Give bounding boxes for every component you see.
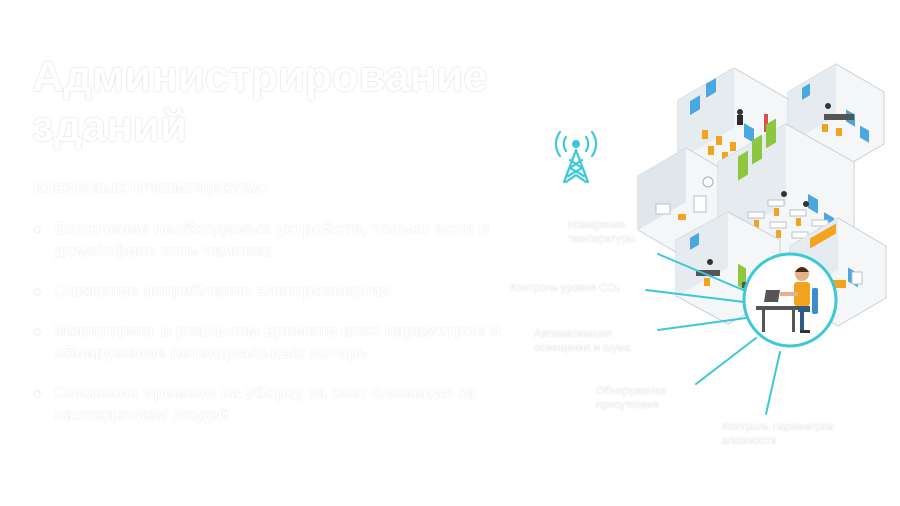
callout-lighting-noise: Автоматизация освещения и шума [534,328,631,354]
list-item-text: Мониторинг в реальном времени всех парам… [54,321,501,362]
benefits-list: Включение необходимых устройств, только … [34,218,504,444]
callout-temperature: Измерение температуры [568,219,636,245]
callout-humidity: Контроль параметров влажности [722,421,834,447]
callout-lines [645,253,781,415]
list-item: Включение необходимых устройств, только … [34,218,504,262]
list-item-text: Снижение потребления электроэнергии [54,281,391,300]
list-item: Снижение потребления электроэнергии [34,280,504,302]
section-subtitle: КЛЮЧЕВЫЕ ПРЕИМУЩЕСТВА: [34,180,268,197]
list-item: Снижение времени на уборку за счет слеже… [34,382,504,426]
bullet-icon [34,227,40,233]
smart-building-illustration: Измерение температуры Контроль уровня CO… [500,40,900,470]
person-at-desk-icon [742,252,838,348]
list-item: Мониторинг в реальном времени всех парам… [34,320,504,364]
list-item-text: Включение необходимых устройств, только … [54,219,490,260]
bullet-icon [34,391,40,397]
page-title: Администрирование зданий [32,52,488,151]
callout-presence: Обнаружение присутствия [596,385,667,411]
callout-co2: Контроль уровня CO₂ [510,282,621,294]
antenna-icon [554,130,598,184]
list-item-text: Снижение времени на уборку за счет слеже… [54,383,476,424]
bullet-icon [34,329,40,335]
bullet-icon [34,289,40,295]
